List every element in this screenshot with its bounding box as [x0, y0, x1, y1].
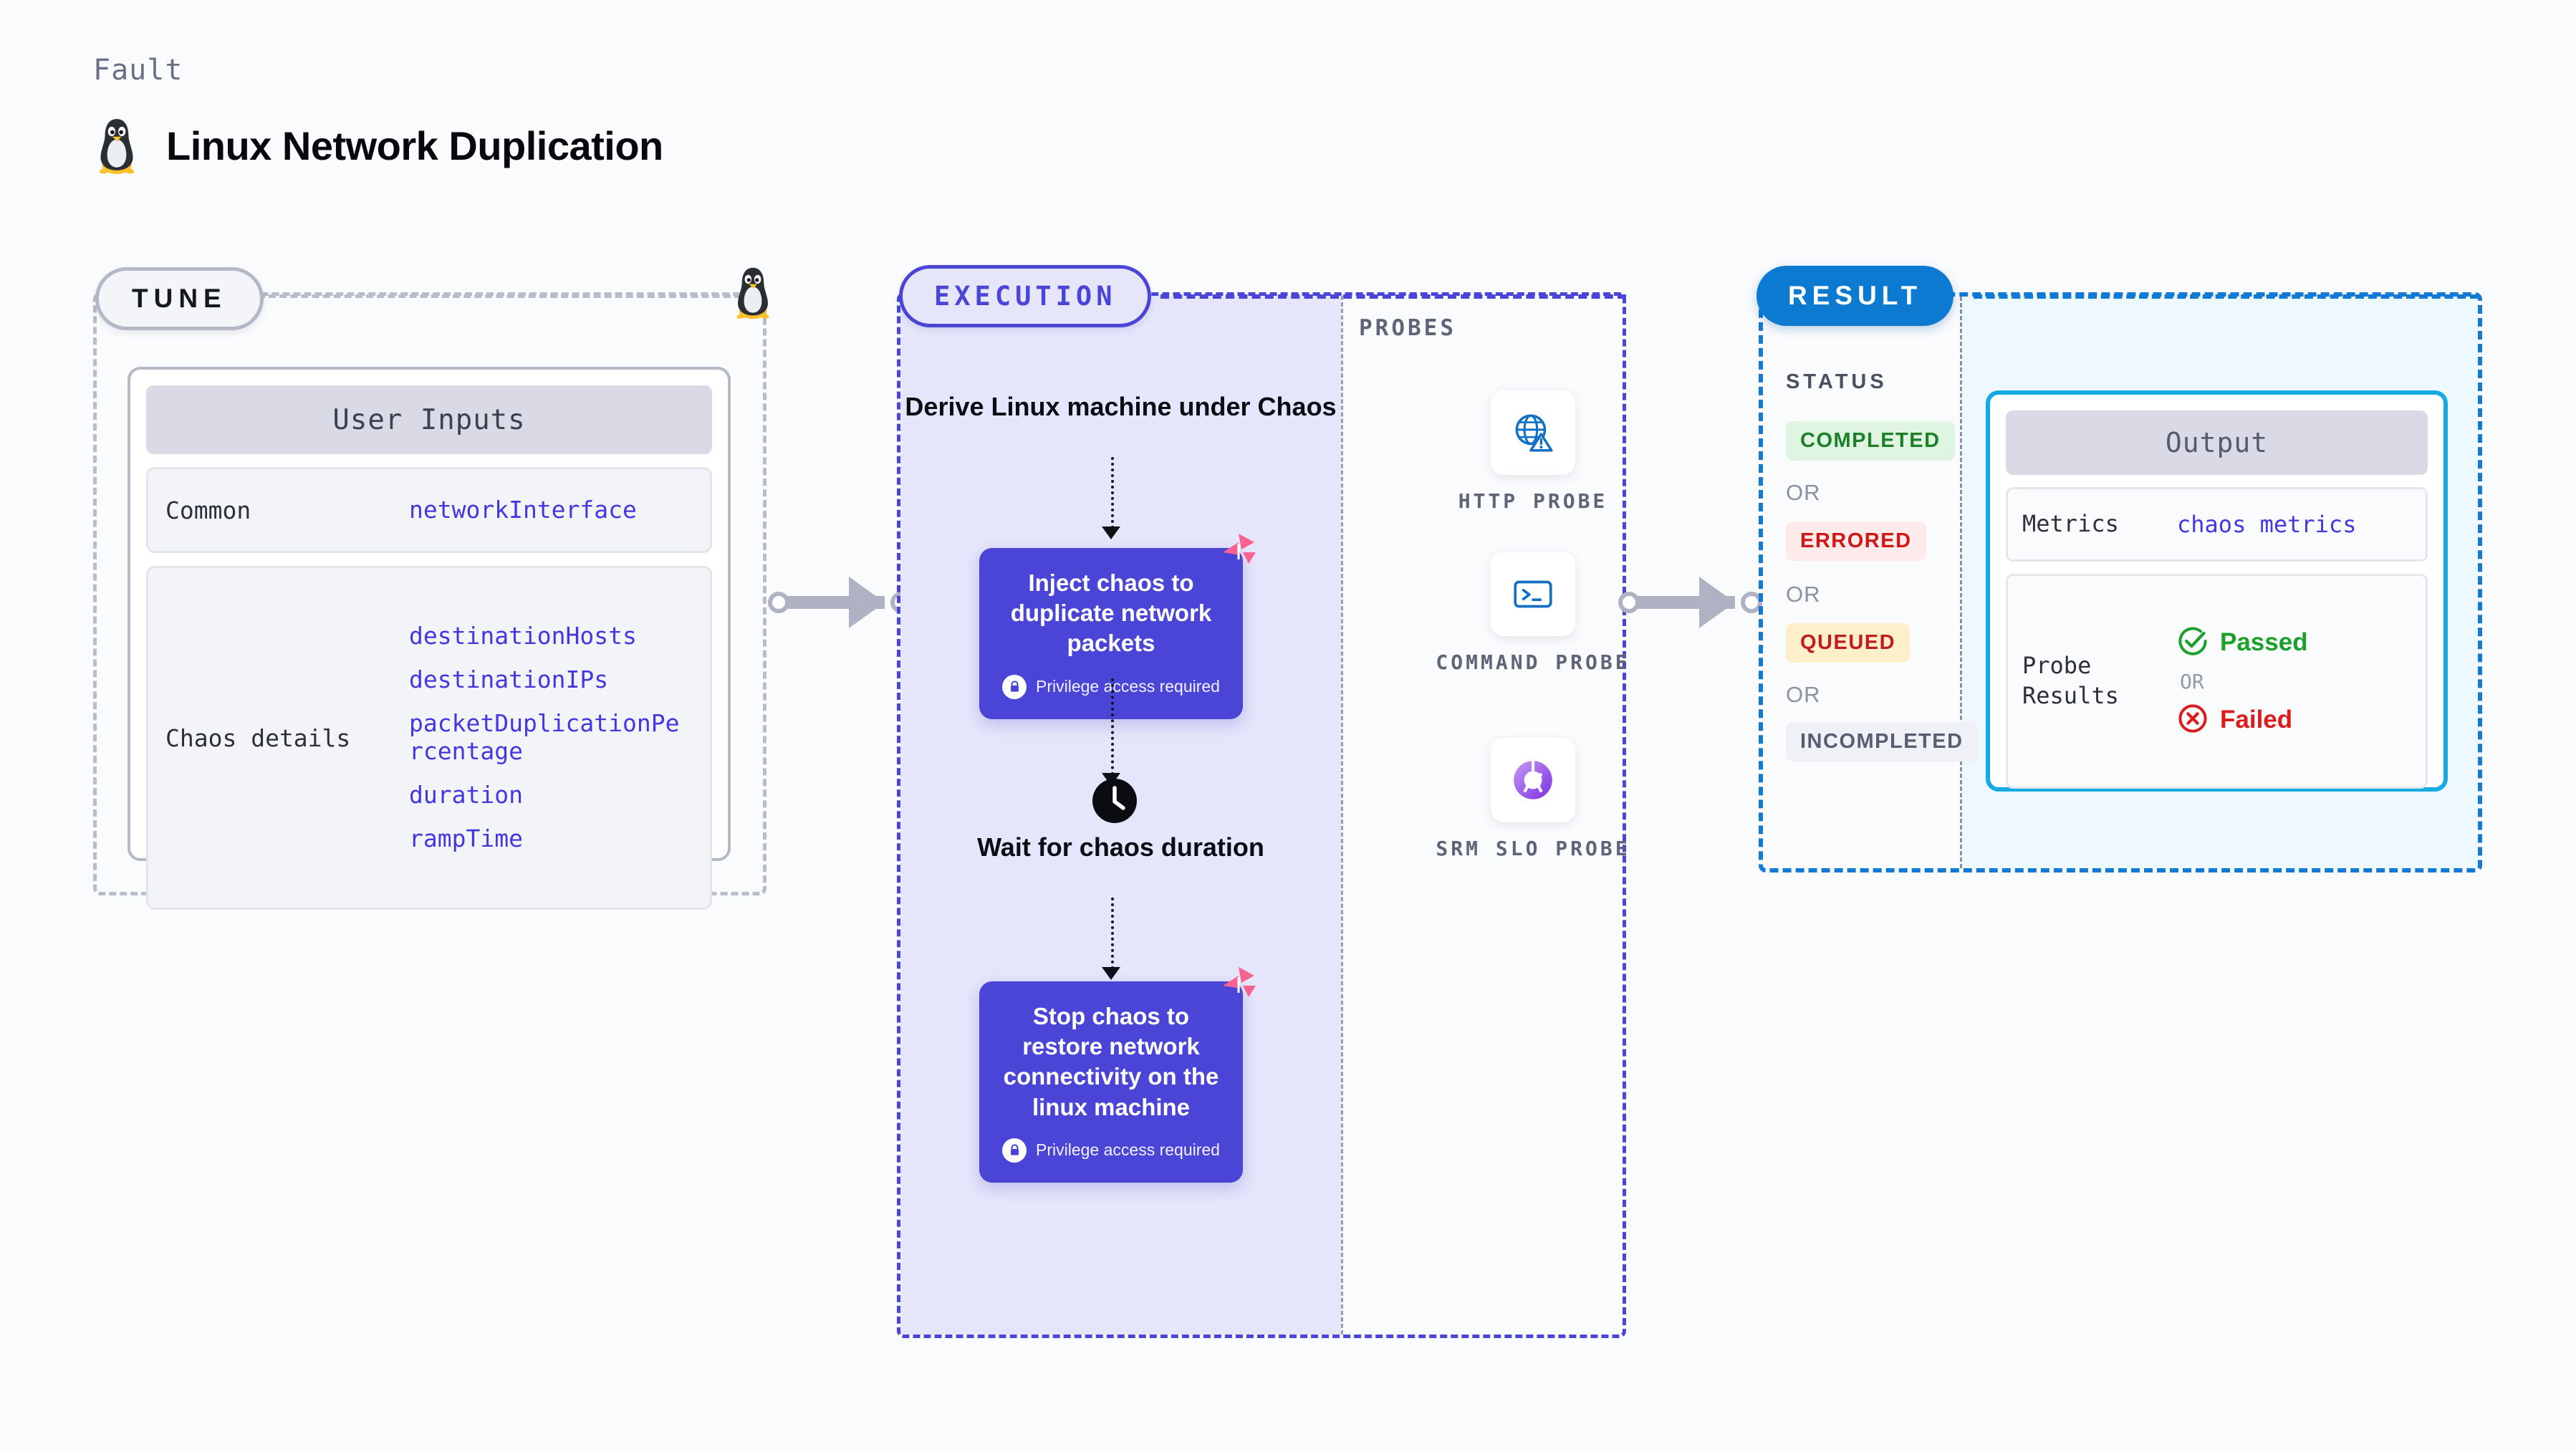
- status-badge-errored: ERRORED: [1786, 521, 1926, 561]
- status-badge-queued: QUEUED: [1786, 623, 1911, 663]
- connector-endpoint: [1618, 592, 1640, 613]
- terminal-icon: [1491, 552, 1575, 636]
- privilege-text: Privilege access required: [1036, 677, 1220, 696]
- card-title: Inject chaos to duplicate network packet…: [1010, 569, 1212, 657]
- execution-step-stop-chaos-card[interactable]: Stop chaos to restore network connectivi…: [979, 967, 1256, 1183]
- srm-slo-donut-icon: [1491, 738, 1575, 822]
- page-title: Linux Network Duplication: [166, 122, 663, 168]
- flow-arrow-head: [1102, 527, 1120, 539]
- check-circle-icon: [2177, 625, 2209, 660]
- clock-icon: [1092, 779, 1137, 823]
- lock-icon: [1002, 1138, 1027, 1163]
- execution-step-wait: Wait for chaos duration: [977, 832, 1264, 862]
- probe-srm-slo[interactable]: SRM SLO PROBE: [1404, 738, 1662, 862]
- input-param[interactable]: packetDuplicationPercentage: [409, 709, 680, 765]
- globe-warning-icon: [1491, 390, 1575, 475]
- input-param[interactable]: rampTime: [409, 824, 523, 852]
- section-label: Common: [165, 496, 251, 524]
- probe-result-or: OR: [2180, 669, 2204, 693]
- page-title-row: Linux Network Duplication: [93, 115, 663, 176]
- x-circle-icon: [2177, 703, 2209, 738]
- input-param[interactable]: networkInterface: [409, 495, 637, 524]
- probe-label: HTTP PROBE: [1458, 489, 1608, 513]
- execution-top-dashed-line: [1160, 294, 1626, 299]
- status-or: OR: [1786, 682, 1821, 707]
- user-inputs-section-common: Common networkInterface: [146, 467, 712, 553]
- probe-result-passed: Passed: [2177, 625, 2308, 660]
- probe-label: SRM SLO PROBE: [1436, 837, 1630, 860]
- execution-badge: EXECUTION: [899, 265, 1152, 327]
- probe-result-values: Passed OR Failed: [2177, 625, 2308, 738]
- tune-top-dashed-line: [258, 294, 752, 298]
- privilege-note: Privilege access required: [998, 1138, 1224, 1163]
- execution-step-derive: Derive Linux machine under Chaos: [905, 392, 1337, 421]
- privilege-text: Privilege access required: [1036, 1140, 1220, 1160]
- result-top-dashed-line: [1974, 294, 2479, 299]
- section-values: networkInterface: [409, 496, 637, 524]
- probe-label: COMMAND PROBE: [1436, 650, 1630, 674]
- litmus-chaos-icon: [1217, 531, 1259, 572]
- linux-tux-icon: [93, 115, 140, 176]
- output-row-metrics: Metrics chaos metrics: [2006, 487, 2428, 562]
- output-card: Output Metrics chaos metrics Probe Resul…: [1986, 390, 2448, 792]
- execution-probes-divider: [1341, 296, 1343, 1335]
- probe-http[interactable]: HTTP PROBE: [1404, 390, 1662, 515]
- flow-arrow-head: [1102, 967, 1120, 980]
- output-value-metrics[interactable]: chaos metrics: [2177, 511, 2357, 538]
- status-badge-incompleted: INCOMPLETED: [1786, 722, 1978, 761]
- probe-command[interactable]: COMMAND PROBE: [1404, 552, 1662, 676]
- section-values: destinationHosts destinationIPs packetDu…: [409, 622, 693, 853]
- result-status-fill: [1763, 297, 1960, 868]
- user-inputs-title: User Inputs: [146, 385, 712, 454]
- result-status-output-divider: [1960, 297, 1962, 868]
- litmus-chaos-icon: [1217, 964, 1259, 1006]
- status-or: OR: [1786, 480, 1821, 505]
- status-label: STATUS: [1786, 370, 1888, 393]
- flow-arrow-line: [1111, 898, 1114, 969]
- flow-arrow-line: [1111, 678, 1114, 775]
- input-param[interactable]: destinationHosts: [409, 622, 637, 650]
- output-label: Metrics: [2022, 510, 2119, 538]
- section-label: Chaos details: [165, 723, 351, 752]
- output-title: Output: [2006, 410, 2428, 475]
- user-inputs-card: User Inputs Common networkInterface Chao…: [128, 367, 731, 910]
- probe-result-passed-label: Passed: [2220, 628, 2308, 656]
- linux-tux-icon: [731, 264, 775, 321]
- connector-endpoint: [768, 592, 789, 613]
- page-kicker: Fault: [93, 54, 183, 87]
- card-title: Stop chaos to restore network connectivi…: [1003, 1003, 1219, 1120]
- result-badge: RESULT: [1756, 266, 1954, 326]
- status-badge-completed: COMPLETED: [1786, 421, 1955, 461]
- privilege-note: Privilege access required: [998, 674, 1224, 699]
- input-param[interactable]: duration: [409, 780, 523, 809]
- tune-badge: TUNE: [95, 267, 264, 330]
- input-param[interactable]: destinationIPs: [409, 665, 609, 694]
- probes-label: PROBES: [1359, 315, 1456, 341]
- connector-arrowhead: [849, 577, 885, 628]
- user-inputs-section-chaos-details: Chaos details destinationHosts destinati…: [146, 566, 712, 910]
- connector-arrowhead: [1699, 577, 1735, 628]
- flow-arrow-line: [1111, 457, 1114, 529]
- probe-result-failed-label: Failed: [2220, 706, 2293, 734]
- output-label: Probe Results: [2022, 652, 2119, 709]
- output-row-probe-results: Probe Results Passed OR: [2006, 574, 2428, 789]
- lock-icon: [1002, 674, 1027, 699]
- probe-result-failed: Failed: [2177, 703, 2308, 738]
- execution-probes-panel: [897, 292, 1626, 1338]
- status-or: OR: [1786, 582, 1821, 607]
